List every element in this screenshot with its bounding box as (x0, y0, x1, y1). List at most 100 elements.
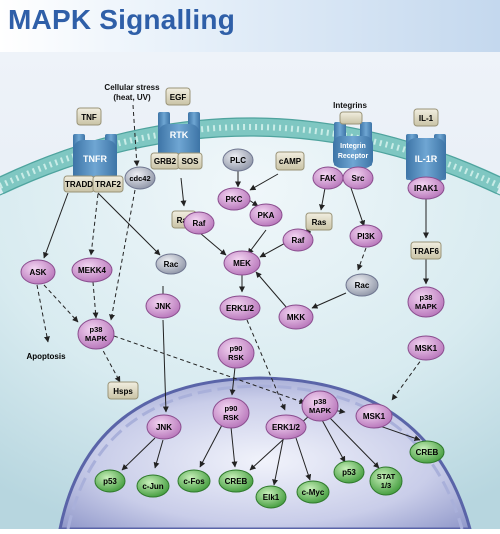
svg-text:MAPK: MAPK (309, 406, 332, 415)
grb2-box: GRB2 (150, 152, 180, 170)
svg-text:Rac: Rac (355, 281, 370, 290)
svg-text:JNK: JNK (155, 302, 171, 311)
ras-box-2: Ras (305, 212, 333, 231)
svg-text:Ras: Ras (312, 218, 327, 227)
svg-text:MEK: MEK (233, 259, 251, 268)
raf-node-1: Raf (183, 211, 215, 235)
svg-text:JNK: JNK (156, 423, 172, 432)
pi3k-node: PI3K (349, 224, 383, 248)
svg-text:c-Jun: c-Jun (142, 482, 163, 491)
svg-text:c-Fos: c-Fos (183, 477, 205, 486)
tradd-box: TRADD (63, 175, 95, 193)
svg-text:MSK1: MSK1 (363, 412, 386, 421)
svg-text:1/3: 1/3 (381, 481, 391, 490)
msk1-node-1: MSK1 (407, 335, 445, 361)
ask-node: ASK (20, 259, 56, 285)
svg-text:MEKK4: MEKK4 (78, 266, 107, 275)
membrane-lipids (0, 124, 500, 189)
camp-box: cAMP (275, 151, 305, 171)
fak-node: FAK (312, 166, 344, 190)
integrin-receptor: Integrin Receptor (333, 122, 373, 168)
cjun-node: c-Jun (136, 474, 170, 498)
svg-text:MKK: MKK (287, 313, 305, 322)
mkk-node: MKK (278, 304, 314, 330)
svg-text:PKC: PKC (226, 195, 243, 204)
il1-box: IL-1 (413, 108, 439, 127)
cmyc-node: c-Myc (296, 480, 330, 504)
svg-text:IL-1R: IL-1R (415, 154, 438, 164)
svg-text:FAK: FAK (320, 174, 336, 183)
svg-text:p90: p90 (230, 344, 243, 353)
svg-text:p38: p38 (90, 325, 103, 334)
svg-text:ASK: ASK (30, 268, 47, 277)
svg-text:PLC: PLC (230, 156, 246, 165)
elk1-node: Elk1 (255, 485, 287, 509)
svg-text:IRAK1: IRAK1 (414, 184, 439, 193)
svg-text:ERK1/2: ERK1/2 (272, 423, 301, 432)
integrins-label: Integrins (333, 101, 367, 110)
svg-text:Src: Src (352, 174, 365, 183)
irak1-node: IRAK1 (407, 176, 445, 200)
svg-text:cAMP: cAMP (279, 157, 302, 166)
jnk-node-1: JNK (145, 293, 181, 319)
creb-node-2: CREB (218, 469, 254, 493)
msk1-node-2: MSK1 (355, 403, 393, 429)
svg-text:Integrin: Integrin (340, 143, 366, 150)
svg-text:p38: p38 (420, 293, 433, 302)
svg-text:Raf: Raf (193, 219, 206, 228)
header-band (0, 0, 500, 52)
creb-node-1: CREB (409, 440, 445, 464)
indirect-signal-arrows (36, 104, 425, 411)
traf2-box: TRAF2 (92, 175, 124, 193)
svg-text:GRB2: GRB2 (154, 157, 177, 166)
erk12-node-1: ERK1/2 (219, 295, 261, 321)
pkc-node: PKC (217, 187, 251, 211)
cfos-node: c-Fos (177, 469, 211, 493)
pka-node: PKA (249, 203, 283, 227)
svg-text:RSK: RSK (228, 353, 244, 362)
apoptosis-label: Apoptosis (26, 352, 66, 361)
erk12-node-2: ERK1/2 (265, 414, 307, 440)
il1r-receptor: IL-1R (406, 134, 446, 182)
integrins-box (339, 111, 363, 125)
svg-text:p53: p53 (342, 468, 356, 477)
page-title: MAPK Signalling (8, 4, 235, 35)
svg-text:PKA: PKA (258, 211, 275, 220)
svg-text:Raf: Raf (292, 236, 305, 245)
mekk4-node: MEKK4 (71, 257, 113, 283)
mek-node: MEK (223, 250, 261, 276)
svg-text:p38: p38 (314, 397, 327, 406)
svg-text:TRADD: TRADD (65, 180, 93, 189)
svg-text:TRAF2: TRAF2 (95, 180, 121, 189)
rac-node-2: Rac (345, 273, 379, 297)
svg-text:p53: p53 (103, 477, 117, 486)
tnfr-receptor: TNFR (73, 134, 117, 184)
svg-text:Elk1: Elk1 (263, 493, 280, 502)
src-node: Src (342, 166, 374, 190)
jnk-node-2: JNK (146, 414, 182, 440)
svg-text:Receptor: Receptor (338, 153, 369, 160)
signal-arrows (43, 170, 429, 486)
svg-text:IL-1: IL-1 (419, 114, 434, 123)
svg-text:MAPK: MAPK (415, 302, 438, 311)
p53-node-1: p53 (94, 469, 126, 493)
p53-node-2: p53 (333, 460, 365, 484)
svg-text:CREB: CREB (225, 477, 248, 486)
stress-detail-label: (heat, UV) (113, 93, 151, 102)
stress-label: Cellular stress (104, 83, 160, 92)
svg-text:Hsps: Hsps (113, 387, 133, 396)
svg-text:MAPK: MAPK (85, 334, 108, 343)
cdc42-node: cdc42 (124, 166, 156, 190)
plc-node: PLC (222, 148, 254, 172)
svg-text:STAT: STAT (377, 472, 396, 481)
svg-text:MSK1: MSK1 (415, 344, 438, 353)
svg-text:c-Myc: c-Myc (302, 488, 325, 497)
svg-text:TRAF6: TRAF6 (413, 247, 439, 256)
svg-text:PI3K: PI3K (357, 232, 375, 241)
